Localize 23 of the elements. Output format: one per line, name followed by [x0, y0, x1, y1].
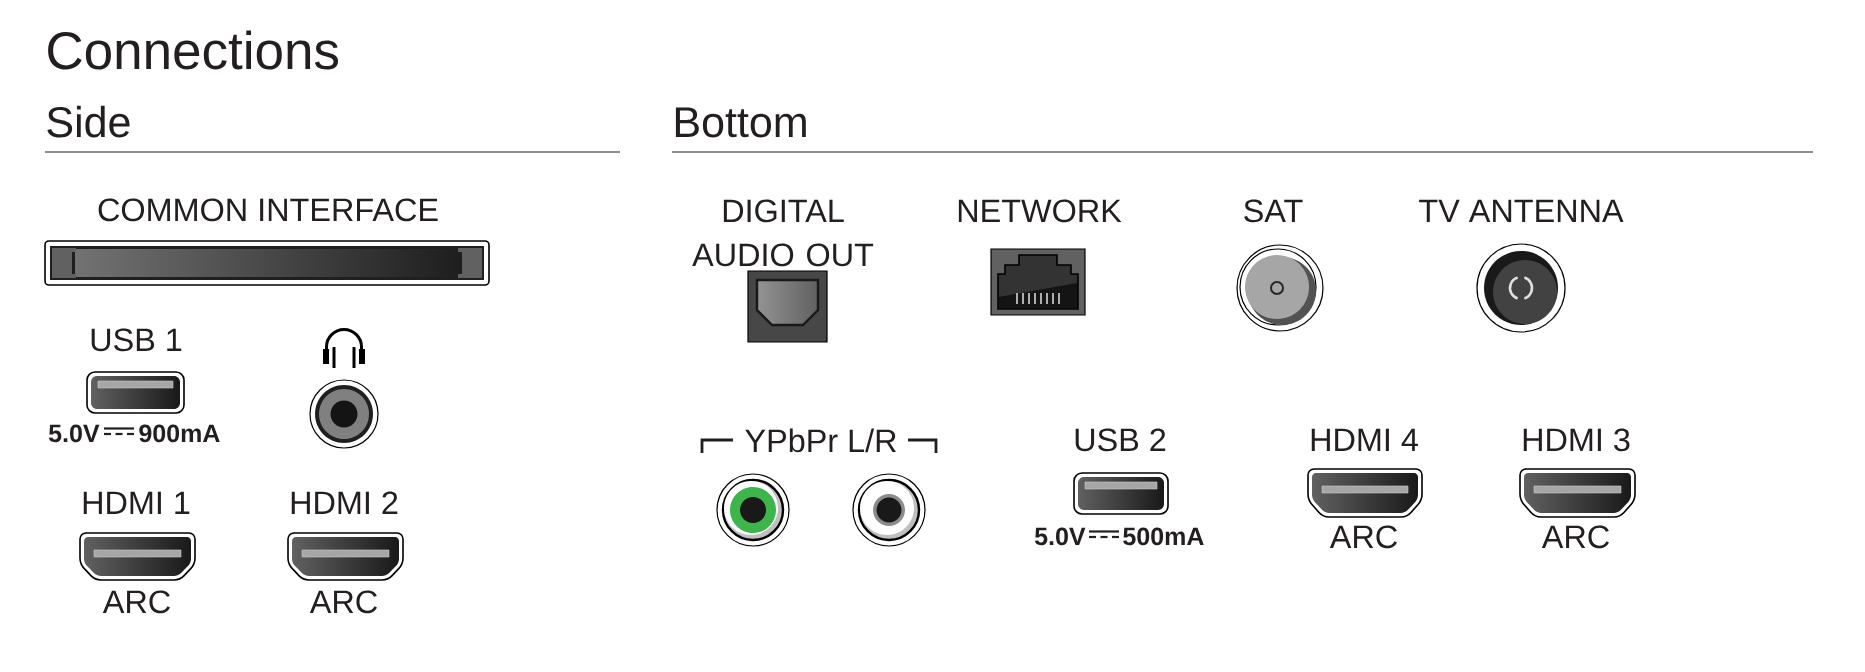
- title: Connections: [48, 30, 339, 70]
- section-heading: Bottom: [675, 107, 806, 138]
- port-label: YPbPr L/R: [745, 428, 896, 453]
- port-label: COMMON INTERFACE: [98, 198, 438, 222]
- port-label: USB 1: [91, 328, 182, 352]
- rating-label: 900mA: [139, 424, 220, 443]
- section-heading: Side: [47, 105, 130, 138]
- port-label: ARC: [309, 590, 377, 614]
- rating-label: 500mA: [1123, 527, 1204, 546]
- port-label: SAT: [1244, 199, 1303, 223]
- port-label: NETWORK: [958, 199, 1122, 223]
- port-label: HDMI 4: [1311, 428, 1418, 451]
- rating-label: 5.0V: [48, 424, 100, 443]
- rating-label: 5.0V: [1034, 527, 1086, 546]
- port-label: ARC: [1541, 525, 1609, 549]
- port-label: ARC: [102, 590, 170, 614]
- port-label: HDMI 3: [1523, 428, 1630, 452]
- port-label: USB 2: [1075, 428, 1166, 452]
- port-label: DIGITAL AUDIO OUT: [692, 199, 874, 267]
- port-label: HDMI 1: [83, 491, 190, 514]
- port-label: ARC: [1329, 525, 1397, 549]
- port-label: HDMI 2: [291, 491, 398, 514]
- port-label: TV ANTENNA: [1419, 199, 1624, 222]
